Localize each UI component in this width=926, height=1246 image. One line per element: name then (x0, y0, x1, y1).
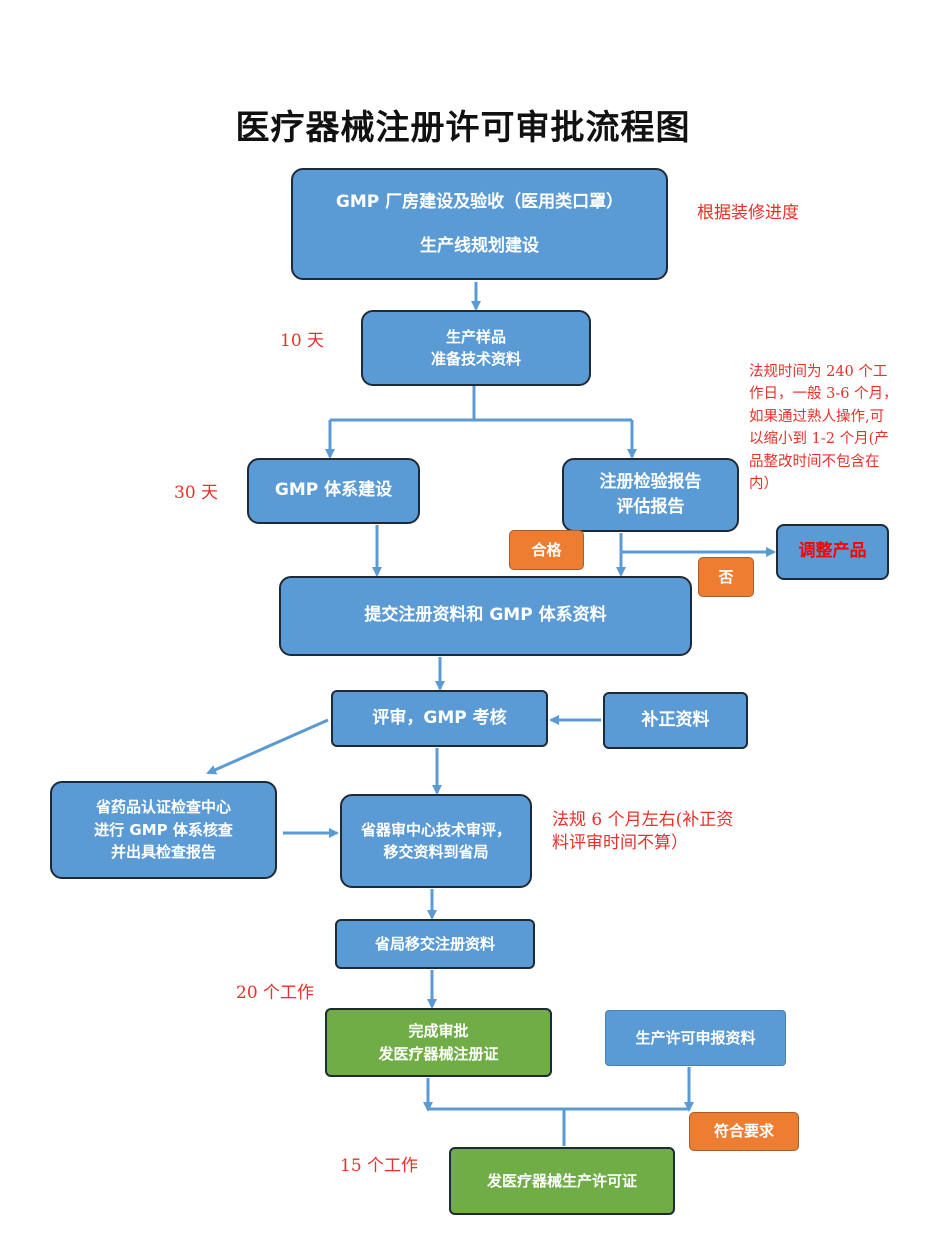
note-regulation-240-line: 内） (749, 476, 778, 493)
fail-label: 否 (698, 557, 754, 597)
note-twenty-work: 20 个工作 (236, 983, 315, 1003)
provincial-center-line2: 进行 GMP 体系核查 (94, 820, 233, 839)
fail-text: 否 (718, 567, 734, 586)
production-license-label: 发医疗器械生产许可证 (486, 1171, 637, 1190)
device-review-box: 省器审中心技术审评， 移交资料到省局 (340, 794, 532, 888)
gmp-factory-box: GMP 厂房建设及验收（医用类口罩） 生产线规划建设 (291, 168, 668, 280)
provincial-center-box: 省药品认证检查中心 进行 GMP 体系核查 并出具检查报告 (50, 781, 277, 879)
note-regulation-240: 法规时间为 240 个工 作日，一般 3-6 个月， 如果通过熟人操作,可 以缩… (749, 361, 898, 496)
note-regulation-240-line: 法规时间为 240 个工 (749, 364, 888, 380)
submit-materials-box: 提交注册资料和 GMP 体系资料 (279, 576, 692, 656)
supplement-label: 补正资料 (641, 709, 710, 730)
meets-requirements-text: 符合要求 (713, 1122, 774, 1141)
note-fifteen-work: 15 个工作 (340, 1156, 419, 1176)
sample-box: 生产样品 准备技术资料 (361, 310, 591, 386)
meets-requirements-label: 符合要求 (689, 1112, 799, 1151)
gmp-system-box: GMP 体系建设 (247, 458, 420, 524)
note-ten-days: 10 天 (280, 331, 325, 351)
provincial-center-line1: 省药品认证检查中心 (95, 798, 231, 817)
gmp-factory-line1: GMP 厂房建设及验收（医用类口罩） (335, 191, 624, 212)
inspection-report-line1: 注册检验报告 (599, 471, 702, 492)
inspection-report-line2: 评估报告 (616, 497, 685, 517)
bureau-transfer-box: 省局移交注册资料 (335, 919, 535, 969)
note-thirty-days: 30 天 (174, 483, 219, 503)
review-box: 评审，GMP 考核 (331, 690, 548, 747)
note-regulation-6months: 法规 6 个月左右(补正资 料评审时间不算） (552, 809, 733, 855)
adjust-product-box: 调整产品 (776, 524, 889, 580)
sample-line1: 生产样品 (445, 327, 506, 346)
note-regulation-240-line: 品整改时间不包含在 (749, 453, 880, 470)
note-regulation-240-line: 以缩小到 1-2 个月(产 (749, 431, 889, 448)
production-apply-label: 生产许可申报资料 (635, 1028, 756, 1047)
pass-label: 合格 (509, 530, 584, 570)
note-decoration-progress: 根据装修进度 (697, 203, 799, 223)
bureau-transfer-label: 省局移交注册资料 (374, 934, 495, 953)
note-regulation-240-line: 如果通过熟人操作,可 (749, 408, 885, 425)
note-regulation-240-line: 作日，一般 3-6 个月， (749, 386, 898, 403)
production-apply-box: 生产许可申报资料 (605, 1010, 786, 1066)
approval-line1: 完成审批 (408, 1022, 469, 1040)
pass-text: 合格 (531, 540, 562, 559)
adjust-product-label: 调整产品 (798, 541, 867, 562)
gmp-factory-line2: 生产线规划建设 (420, 236, 539, 256)
device-review-line2: 移交资料到省局 (383, 843, 489, 861)
approval-box: 完成审批 发医疗器械注册证 (325, 1008, 552, 1077)
note-regulation-6months-line: 料评审时间不算） (552, 832, 688, 853)
arrow-review-to-center (206, 718, 329, 775)
note-regulation-6months-line: 法规 6 个月左右(补正资 (552, 810, 734, 830)
gmp-system-label: GMP 体系建设 (274, 480, 393, 501)
page-title: 医疗器械注册许可审批流程图 (235, 108, 691, 148)
inspection-report-box: 注册检验报告 评估报告 (562, 458, 739, 532)
provincial-center-line3: 并出具检查报告 (110, 843, 216, 862)
sample-line2: 准备技术资料 (430, 350, 521, 368)
review-label: 评审，GMP 考核 (372, 707, 507, 728)
supplement-box: 补正资料 (603, 692, 748, 749)
device-review-line1: 省器审中心技术审评， (360, 820, 511, 839)
production-license-box: 发医疗器械生产许可证 (449, 1147, 675, 1215)
approval-line2: 发医疗器械注册证 (378, 1044, 499, 1063)
submit-materials-label: 提交注册资料和 GMP 体系资料 (364, 605, 607, 626)
